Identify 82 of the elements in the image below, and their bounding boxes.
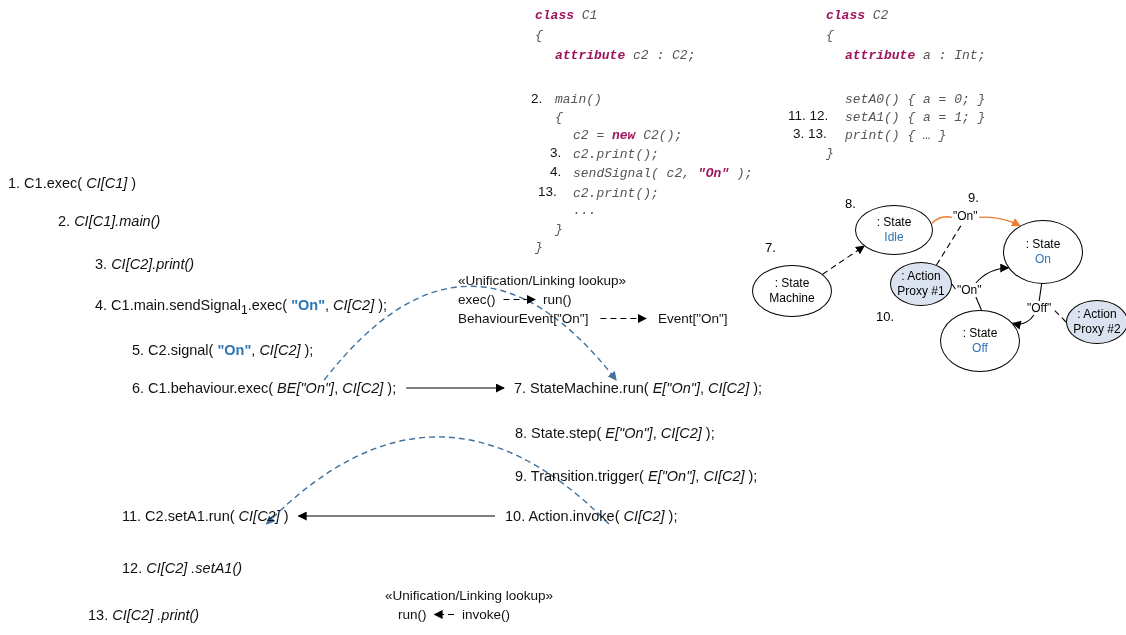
state-name: On (1035, 252, 1051, 267)
code-line: class C2 (826, 8, 889, 23)
code-line: ... (573, 203, 597, 218)
code-line: c2 = new C2(); (573, 128, 683, 143)
code-line: { (826, 28, 834, 43)
trace-step: 2. CI[C1].main() (58, 213, 161, 229)
trace-step: 7. StateMachine.run( E["On"], CI[C2] ); (514, 380, 763, 396)
connector-line (930, 216, 953, 225)
action-proxy-ellipse (890, 262, 952, 306)
state-name: Off (972, 341, 988, 356)
trace-step: 6. C1.behaviour.exec( BE["On"], CI[C2] ); (132, 380, 397, 396)
type-label: : Action Proxy #1 (896, 269, 946, 299)
transition-label: "On" (952, 209, 979, 223)
method-name: run() (398, 607, 427, 622)
line-number: 3. (550, 145, 562, 160)
arrow (1011, 314, 1035, 330)
type-label: : State Machine (768, 276, 816, 306)
code-line: { (535, 28, 543, 43)
code-line: } (535, 240, 543, 255)
arrow (502, 295, 536, 304)
code-line: c2.print(); (573, 147, 659, 162)
line-number: 13. (538, 184, 557, 199)
arrow (265, 436, 610, 525)
trace-step: 9. Transition.trigger( E["On"], CI[C2] ); (515, 468, 758, 484)
code-line: setA1() { a = 1; } (845, 110, 986, 125)
trace-step: 8. State.step( E["On"], CI[C2] ); (515, 425, 715, 441)
step-number: 8. (845, 196, 856, 211)
arrow (822, 245, 865, 275)
action-proxy-ellipse (1066, 300, 1126, 344)
arrow (599, 314, 647, 323)
type-label: : State (962, 326, 998, 341)
step-number: 7. (765, 240, 776, 255)
trace-step: 11. C2.setA1.run( CI[C2] ) (122, 508, 289, 524)
type-label: : Action Proxy #2 (1072, 307, 1122, 337)
code-line: attribute c2 : C2; (555, 48, 696, 63)
code-line: } (826, 146, 834, 161)
event-name: Event["On"] (658, 311, 728, 326)
code-line: print() { … } (845, 128, 947, 143)
state-name: Idle (884, 230, 904, 245)
state-ellipse (855, 205, 933, 255)
type-label: : State (876, 215, 912, 230)
step-number: 10. (876, 309, 895, 324)
event-name: BehaviourEvent["On"] (458, 311, 589, 326)
lookup-heading: «Unification/Linking lookup» (458, 273, 627, 288)
arrow (433, 610, 455, 619)
trace-step: 12. CI[C2] .setA1() (122, 560, 243, 576)
connector-line (975, 296, 982, 311)
code-line: class C1 (535, 8, 598, 23)
arrow (323, 285, 617, 381)
code-line: } (555, 222, 563, 237)
lookup-heading: «Unification/Linking lookup» (385, 588, 554, 603)
connector-line (951, 283, 957, 291)
code-line: attribute a : Int; (845, 48, 986, 63)
code-line: setA0() { a = 0; } (845, 92, 986, 107)
code-line: { (555, 110, 563, 125)
code-line: main() (555, 92, 602, 107)
arrow (297, 511, 496, 521)
method-name: run() (543, 292, 572, 307)
line-number: 11. 12. (788, 108, 829, 123)
line-number: 4. (550, 164, 562, 179)
trace-step: 10. Action.invoke( CI[C2] ); (505, 508, 678, 524)
trace-step: 3. CI[C2].print() (95, 256, 195, 272)
arrow (975, 263, 1010, 284)
arrow (405, 383, 505, 393)
trace-step: 1. C1.exec( CI[C1] ) (8, 175, 137, 191)
type-label: : State (1025, 237, 1061, 252)
code-line: sendSignal( c2, "On" ); (573, 166, 753, 181)
transition-label: "On" (956, 283, 983, 297)
arrow (977, 216, 1021, 227)
state-machine-ellipse (752, 265, 832, 317)
method-name: exec() (458, 292, 496, 307)
trace-step: 4. C1.main.sendSignal$_{1}$.exec( "On", CI[C2] ); (95, 297, 388, 317)
connector-line (1038, 283, 1043, 302)
trace-step: 13. CI[C2] .print() (88, 607, 200, 623)
line-number: 3. 13. (793, 126, 827, 141)
transition-label: "Off" (1026, 301, 1053, 315)
state-ellipse (940, 310, 1020, 372)
step-number: 9. (968, 190, 979, 205)
method-name: invoke() (462, 607, 510, 622)
code-line: c2.print(); (573, 186, 659, 201)
line-number: 2. (531, 91, 543, 106)
trace-step: 5. C2.signal( "On", CI[C2] ); (132, 342, 314, 358)
